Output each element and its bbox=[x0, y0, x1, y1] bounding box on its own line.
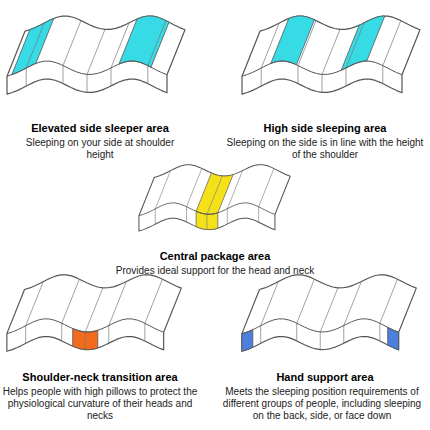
area-description: Sleeping on the side is in line with the… bbox=[223, 137, 428, 161]
pillow-front-edge bbox=[242, 61, 402, 76]
pillow-contour bbox=[227, 170, 242, 224]
area-title: Central package area bbox=[95, 250, 335, 263]
pillow-contour bbox=[261, 282, 279, 344]
pillow-contour bbox=[63, 21, 81, 84]
pillow-contour bbox=[187, 168, 202, 222]
pillow-contour bbox=[207, 176, 222, 230]
pillow-drawing bbox=[242, 275, 416, 352]
area-description: Meets the sleeping position requirements… bbox=[216, 386, 428, 422]
highlight-zone bbox=[12, 18, 54, 74]
area-description: Provides ideal support for the head and … bbox=[65, 265, 365, 277]
pillow-outline bbox=[7, 275, 181, 352]
pillow-front-edge bbox=[139, 203, 275, 216]
pillow-front-edge bbox=[7, 61, 167, 76]
pillow-contour bbox=[380, 279, 398, 341]
area-title: Hand support area bbox=[223, 371, 428, 384]
pillow-contour bbox=[87, 29, 105, 92]
pillow-front-edge bbox=[7, 319, 164, 334]
pillow-drawing bbox=[242, 16, 420, 94]
pillow-contour bbox=[26, 23, 44, 86]
pillow-contour bbox=[346, 23, 364, 86]
pillow-outline bbox=[139, 165, 290, 231]
highlight-zone bbox=[119, 16, 169, 67]
area-description: Sleeping on your side at shoulder height bbox=[25, 137, 175, 161]
pillow-contour bbox=[298, 21, 316, 84]
pillow-drawing bbox=[7, 275, 181, 352]
highlight-zone bbox=[341, 16, 385, 70]
pillow-contour bbox=[261, 23, 279, 86]
highlight-zone bbox=[388, 327, 399, 349]
area-title: Elevated side sleeper area bbox=[0, 122, 200, 135]
pillow-contour bbox=[85, 288, 103, 350]
pillow-outline bbox=[242, 275, 416, 352]
pillow-contour bbox=[62, 279, 80, 341]
pillow-drawing bbox=[7, 16, 185, 94]
pillow-contour bbox=[383, 21, 401, 84]
pillow-outline bbox=[7, 16, 185, 94]
pillow-contour bbox=[344, 281, 362, 343]
pillow-outline bbox=[242, 16, 420, 94]
pillow-contour bbox=[111, 23, 129, 86]
pillow-contour bbox=[320, 288, 338, 350]
area-description: Helps people with high pillows to protec… bbox=[0, 386, 203, 422]
pillow-contour bbox=[259, 169, 274, 223]
pillow-front-edge bbox=[242, 319, 399, 334]
area-title: Shoulder-neck transition area bbox=[0, 371, 203, 384]
pillow-contour bbox=[297, 279, 315, 341]
pillow-contour bbox=[148, 21, 166, 84]
pillow-contour bbox=[322, 29, 340, 92]
area-title: High side sleeping area bbox=[225, 122, 425, 135]
pillow-drawing bbox=[139, 165, 290, 231]
pillow-contour bbox=[26, 282, 44, 344]
pillow-contour bbox=[155, 171, 170, 225]
pillow-contour bbox=[109, 281, 127, 343]
pillow-contour bbox=[145, 279, 163, 341]
